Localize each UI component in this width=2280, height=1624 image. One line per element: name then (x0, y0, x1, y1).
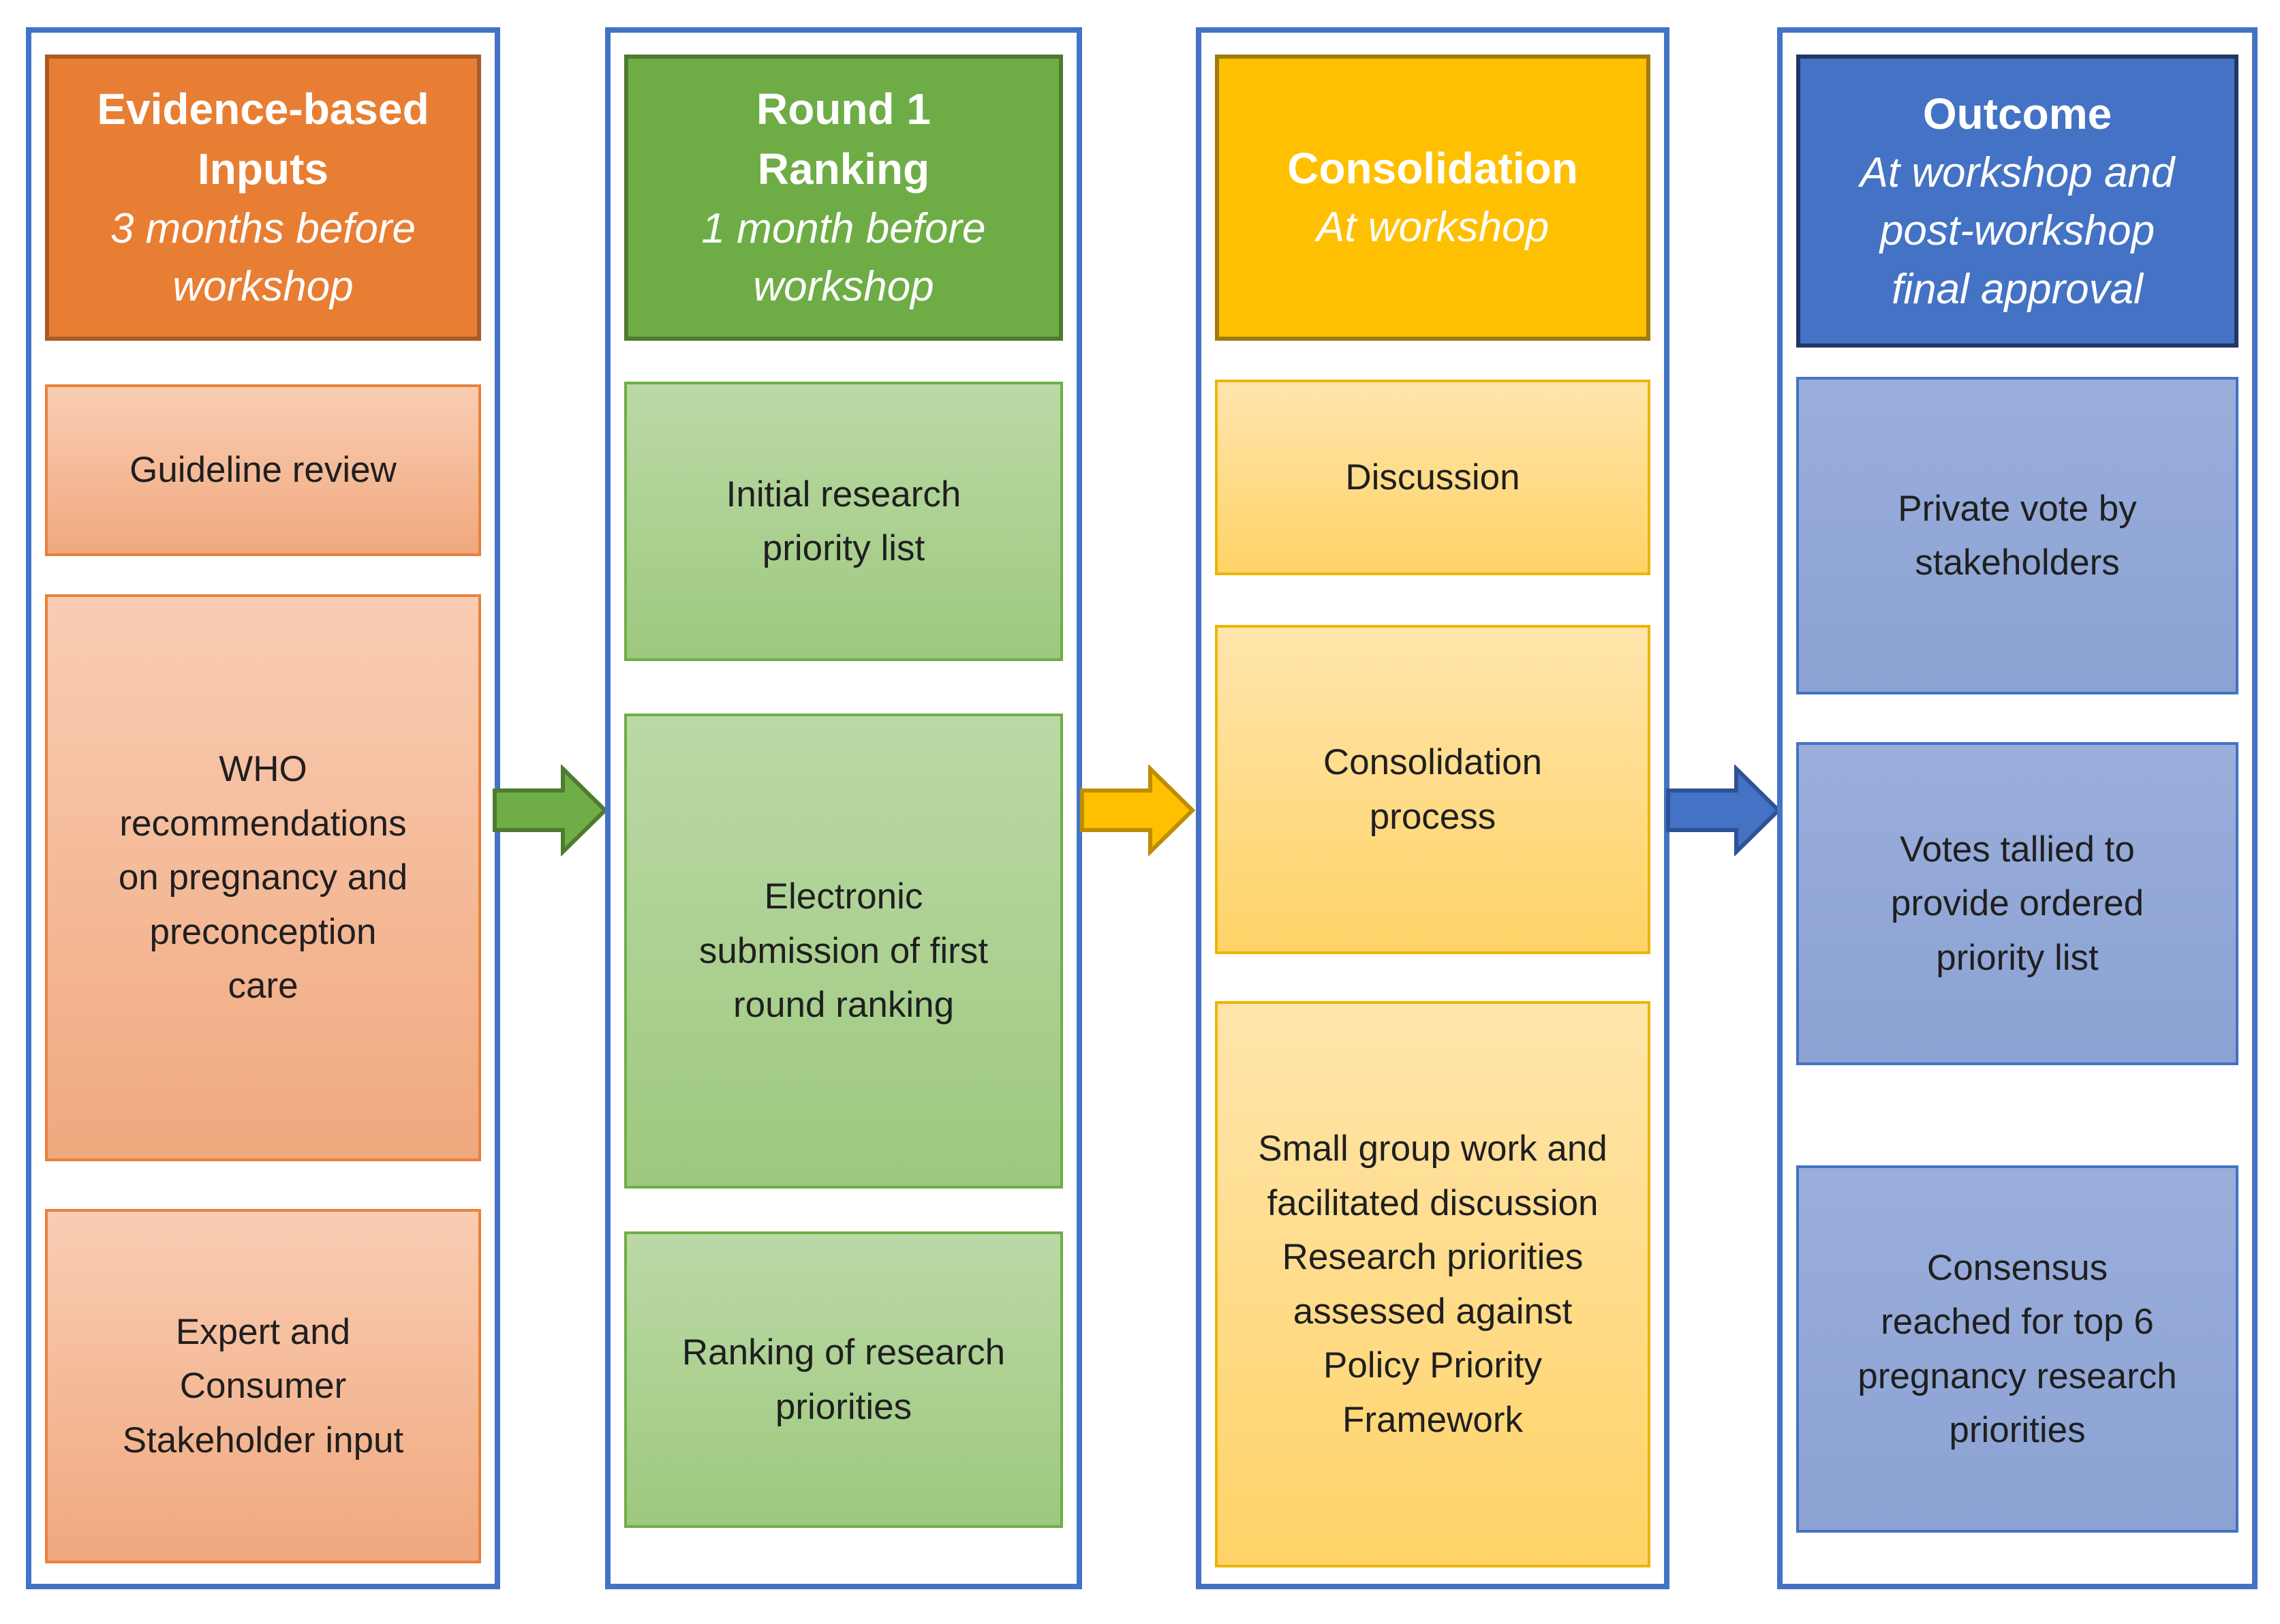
step-box-label: WHO recommendations on pregnancy and pre… (118, 749, 408, 1007)
step-box-electronic-submission: Electronic submission of first round ran… (624, 714, 1063, 1189)
column-evidence-based-inputs: Evidence-based Inputs 3 months before wo… (26, 27, 500, 1589)
step-box-paragraph: Small group work and facilitated discuss… (1258, 1129, 1607, 1223)
column-title: Consolidation (1287, 144, 1578, 194)
column-title: Round 1 Ranking (756, 85, 931, 194)
step-box-label: Ranking of research priorities (681, 1332, 1006, 1427)
column-subtitle: 3 months before workshop (110, 204, 416, 311)
column-header-round-1-ranking: Round 1 Ranking 1 month before workshop (624, 55, 1063, 341)
step-box-label: Guideline review (129, 450, 397, 491)
flow-arrow-right-icon-green (493, 765, 608, 856)
column-header-evidence-based-inputs: Evidence-based Inputs 3 months before wo… (45, 55, 481, 341)
column-header-outcome: Outcome At workshop and post-workshop fi… (1796, 55, 2238, 348)
right-arrow-shape (493, 765, 608, 856)
flow-arrow-right-icon-blue (1666, 765, 1782, 856)
step-box-label: Private vote by stakeholders (1898, 488, 2137, 583)
step-box-initial-research-priority-list: Initial research priority list (624, 382, 1063, 661)
step-box-label: Votes tallied to provide ordered priorit… (1890, 829, 2144, 978)
column-subtitle: 1 month before workshop (701, 204, 986, 311)
step-box-who-recommendations: WHO recommendations on pregnancy and pre… (45, 594, 481, 1161)
step-box-label: Electronic submission of first round ran… (698, 876, 989, 1026)
step-box-consolidation-process: Consolidation process (1215, 625, 1650, 954)
right-arrow-shape (1080, 765, 1196, 856)
step-box-label: Expert and Consumer Stakeholder input (122, 1311, 404, 1460)
column-subtitle: At workshop (1316, 204, 1550, 251)
column-outcome: Outcome At workshop and post-workshop fi… (1777, 27, 2258, 1589)
step-box-consensus-top-6: Consensus reached for top 6 pregnancy re… (1796, 1165, 2238, 1533)
step-box-label: Consolidation process (1323, 742, 1543, 837)
column-title: Outcome (1922, 89, 2112, 138)
step-box-ranking-of-research-priorities: Ranking of research priorities (624, 1231, 1063, 1528)
step-box-label: Consensus reached for top 6 pregnancy re… (1858, 1247, 2177, 1451)
column-consolidation: Consolidation At workshop Discussion Con… (1196, 27, 1669, 1589)
step-box-small-group-work: Small group work and facilitated discuss… (1215, 1001, 1650, 1567)
step-box-discussion: Discussion (1215, 380, 1650, 575)
column-round-1-ranking: Round 1 Ranking 1 month before workshop … (605, 27, 1082, 1589)
column-title: Evidence-based Inputs (97, 85, 429, 194)
step-box-guideline-review: Guideline review (45, 384, 481, 556)
step-box-votes-tallied: Votes tallied to provide ordered priorit… (1796, 742, 2238, 1065)
step-box-label: Discussion (1345, 457, 1520, 497)
right-arrow-shape (1666, 765, 1782, 856)
step-box-private-vote: Private vote by stakeholders (1796, 377, 2238, 694)
column-header-consolidation: Consolidation At workshop (1215, 55, 1650, 341)
step-box-label: Initial research priority list (726, 474, 961, 569)
column-subtitle: At workshop and post-workshop final appr… (1860, 149, 2175, 313)
step-box-expert-consumer-input: Expert and Consumer Stakeholder input (45, 1209, 481, 1563)
step-box-paragraph: Research priorities assessed against Pol… (1282, 1237, 1584, 1440)
flow-arrow-right-icon-gold (1080, 765, 1196, 856)
